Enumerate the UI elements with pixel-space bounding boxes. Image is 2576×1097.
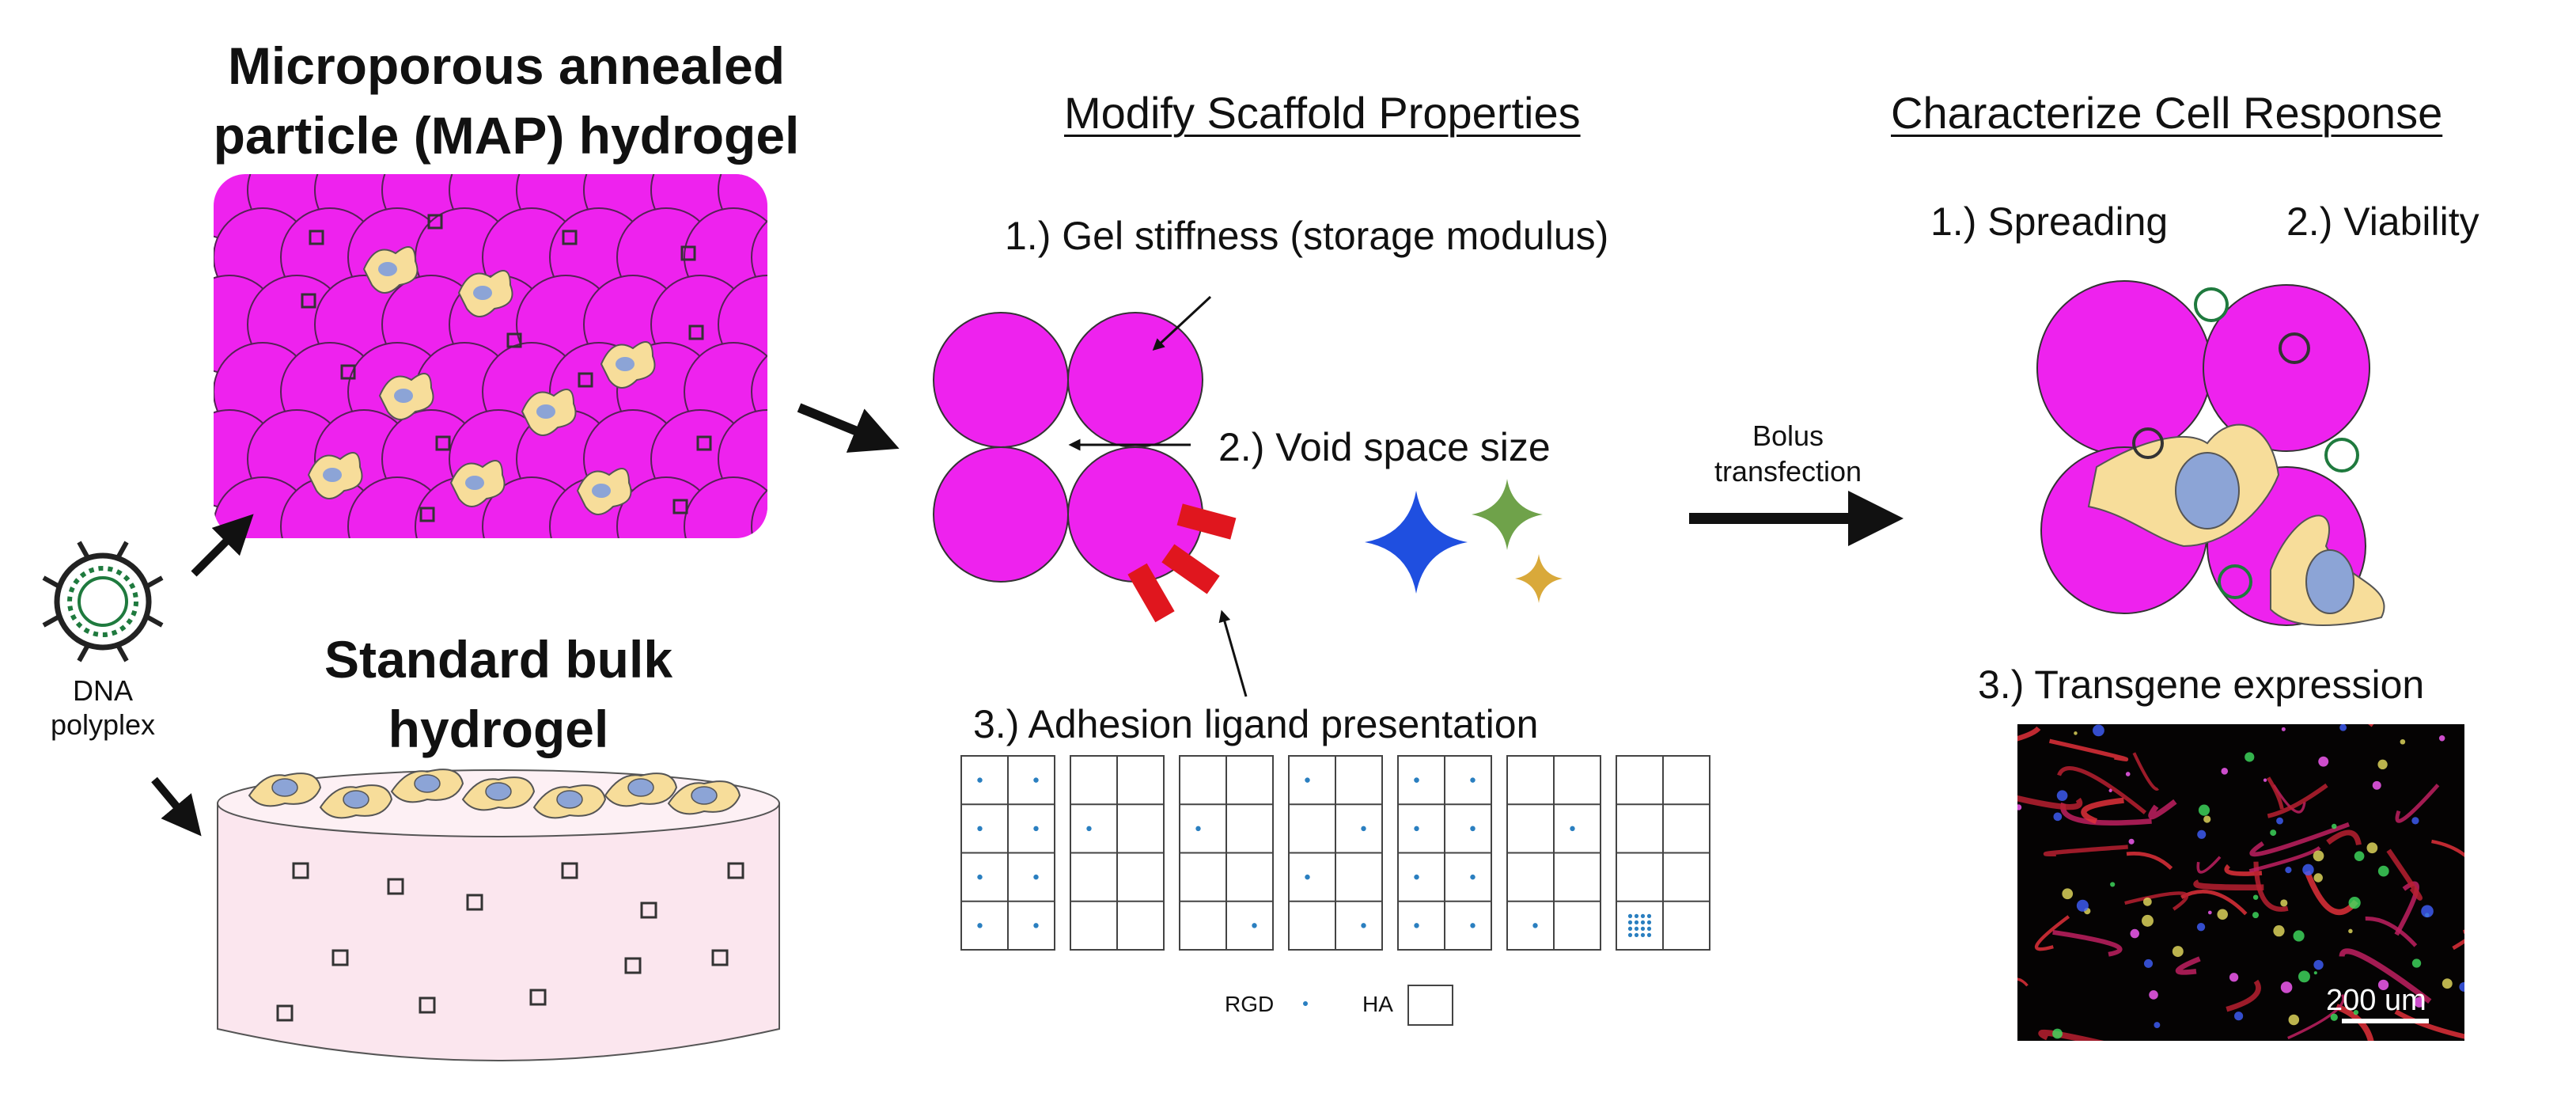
viability-label: 2.) Viability <box>2286 202 2479 241</box>
transgene-label: 3.) Transgene expression <box>1978 665 2424 704</box>
void-star-medium <box>1472 479 1543 550</box>
bulk-hydrogel-illustration <box>218 769 779 1061</box>
void-star-large <box>1365 491 1468 594</box>
map-hydrogel-illustration <box>180 141 850 575</box>
adhesion-label: 3.) Adhesion ligand presentation <box>973 704 1538 744</box>
stiffness-label: 1.) Gel stiffness (storage modulus) <box>1005 216 1608 256</box>
cell-response-illustration <box>2037 281 2385 625</box>
arrow-to-map <box>194 522 245 574</box>
ligand-pattern-grids <box>961 756 1710 950</box>
map-title-line1: Microporous annealed <box>198 40 815 92</box>
legend-ha-label: HA <box>1362 993 1393 1015</box>
map-title-line2: particle (MAP) hydrogel <box>198 109 815 161</box>
polyplex-label-line2: polyplex <box>24 708 182 741</box>
spreading-label: 1.) Spreading <box>1930 202 2168 241</box>
dna-polyplex-icon <box>44 542 162 661</box>
arrow-to-bulk <box>154 780 194 827</box>
microgel-quartet <box>934 313 1236 622</box>
modify-heading: Modify Scaffold Properties <box>1064 91 1581 135</box>
scale-bar <box>2342 1019 2429 1023</box>
legend-rgd-label: RGD <box>1225 993 1274 1015</box>
void-label: 2.) Void space size <box>1218 427 1551 467</box>
polyplex-label-line1: DNA <box>24 674 182 707</box>
void-star-small <box>1515 554 1563 603</box>
arrow-map-to-modify <box>799 408 886 443</box>
bulk-title-line2: hydrogel <box>261 703 736 755</box>
characterize-heading: Characterize Cell Response <box>1891 91 2442 135</box>
adhesion-pointer <box>1222 613 1246 697</box>
bolus-label-line2: transfection <box>1693 455 1883 488</box>
scale-bar-label: 200 um <box>2326 985 2426 1015</box>
bulk-title-line1: Standard bulk <box>261 633 736 685</box>
bolus-label-line1: Bolus <box>1693 419 1883 452</box>
transgene-micrograph: 200 um <box>2017 724 2464 1041</box>
